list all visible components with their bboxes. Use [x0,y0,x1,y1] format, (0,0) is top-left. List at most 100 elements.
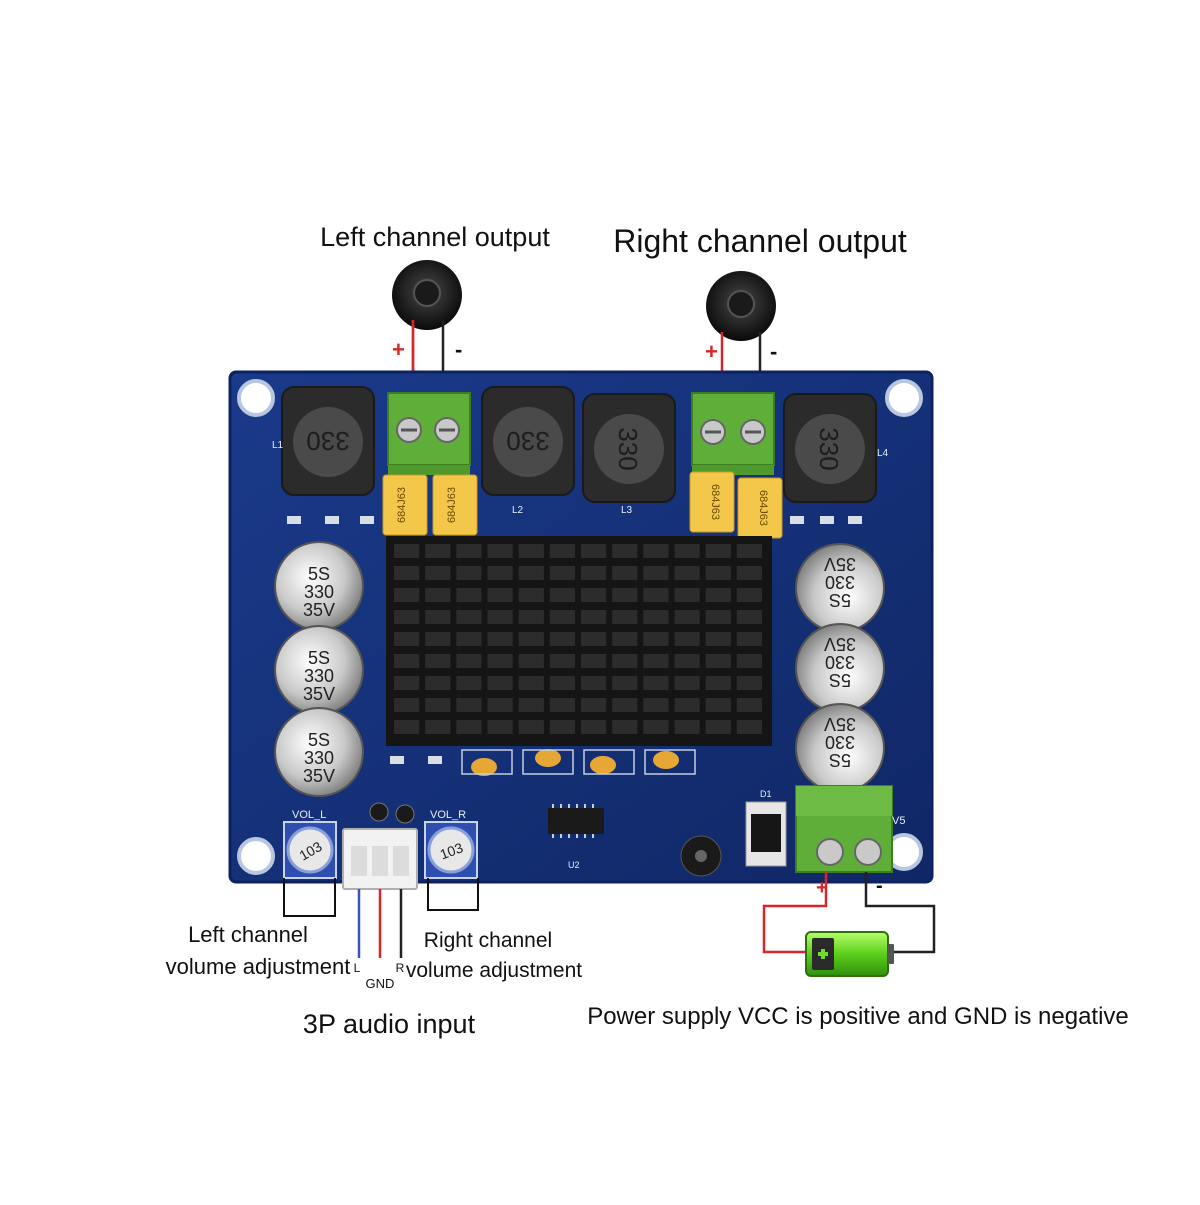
svg-text:330: 330 [306,426,349,456]
power-supply-label: Power supply VCC is positive and GND is … [587,1003,1129,1030]
heatsink-fin [487,632,513,646]
heatsink-fin [487,566,513,580]
heatsink-fin [549,544,575,558]
ceramic-capacitors [471,749,679,776]
svg-text:L2: L2 [512,505,524,516]
heatsink-fin [394,610,420,624]
heatsink-fin [487,544,513,558]
heatsink-fin [425,654,451,668]
heatsink-fin [612,588,638,602]
heatsink-fin [394,654,420,668]
left-volume-potentiometer[interactable]: 103 [283,821,337,879]
heatsink-fin [456,698,482,712]
svg-text:5S: 5S [829,750,851,770]
heatsink-fin [705,544,731,558]
heatsink-fin [612,544,638,558]
svg-text:330: 330 [825,732,855,752]
film-capacitor: 684J63 [382,474,428,536]
svg-text:330: 330 [825,652,855,672]
heatsink-fin [674,698,700,712]
speaker-icon [706,271,776,341]
amplifier-board: 330 330 330 330 L1 L2 L3 L4 [228,370,934,890]
heatsink-fin [456,720,482,734]
svg-text:VOL_L: VOL_L [292,809,326,821]
electrolytic-capacitor: 5S 330 35V [795,703,885,793]
heatsink-fin [549,632,575,646]
heatsink-fin [456,610,482,624]
small-capacitor [680,835,722,877]
heatsink-fin [518,632,544,646]
inductor-l4: 330 [783,393,877,503]
heatsink-fin [518,720,544,734]
pin-gnd-label: GND [366,976,395,991]
heatsink-fin [674,654,700,668]
svg-text:35V: 35V [303,600,335,620]
heatsink-fin [518,610,544,624]
right-volume-potentiometer[interactable]: 103 [424,821,478,879]
heatsink-fin [456,676,482,690]
heatsink-fin [456,544,482,558]
heatsink-fin [612,720,638,734]
right-volume-label-line1: Right channel [424,929,552,952]
heatsink-fin [736,720,762,734]
heatsink-fin [674,676,700,690]
svg-text:330: 330 [506,426,549,456]
heatsink-fin [394,632,420,646]
left-output-label: Left channel output [320,222,550,252]
heatsink-fin [456,566,482,580]
heatsink-fin [487,698,513,712]
heatsink-fin [581,632,607,646]
heatsink-fin [674,566,700,580]
svg-text:35V: 35V [303,766,335,786]
heatsink-fin [736,610,762,624]
audio-input-connector [342,828,418,890]
right-minus-sign: - [770,339,777,364]
heatsink-fin [549,588,575,602]
svg-text:330: 330 [304,666,334,686]
heatsink-fin [487,676,513,690]
power-minus-sign: - [876,875,883,897]
heatsink-fin [487,720,513,734]
svg-text:V5: V5 [892,815,905,827]
heatsink-fin [705,698,731,712]
heatsink-fin [612,654,638,668]
heatsink-fin [612,698,638,712]
svg-text:5S: 5S [829,590,851,610]
svg-text:L3: L3 [621,505,633,516]
left-volume-bracket [283,878,336,917]
heatsink-fin [456,654,482,668]
pin-r-label: R [396,961,405,975]
power-negative-wire [864,872,936,954]
heatsink-fin [518,588,544,602]
heatsink-fin [705,566,731,580]
heatsink-fin [612,676,638,690]
heatsink-fin [581,654,607,668]
electrolytic-capacitor: 5S 330 35V [274,541,364,631]
svg-text:684J63: 684J63 [396,487,408,523]
heatsink-fin [736,654,762,668]
heatsink-fin [425,698,451,712]
svg-text:D1: D1 [760,789,772,799]
svg-text:35V: 35V [824,714,856,734]
electrolytic-capacitor: 5S 330 35V [274,625,364,715]
inductor-l1: 330 [281,386,375,496]
smd-components [287,516,862,764]
inductor-l3: 330 [582,393,676,503]
right-output-terminal [691,392,775,475]
heatsink-fin [612,610,638,624]
left-minus-sign: - [455,337,462,362]
svg-text:L4: L4 [877,448,889,459]
power-positive-wire [762,872,828,954]
heatsink-fin [736,544,762,558]
svg-text:684J63: 684J63 [709,484,721,520]
heatsink-fin [705,610,731,624]
svg-text:VOL_R: VOL_R [430,809,466,821]
right-volume-bracket [427,878,479,911]
heatsink-fin [549,654,575,668]
svg-text:35V: 35V [824,554,856,574]
heatsink-fin [394,720,420,734]
svg-text:103: 103 [438,839,466,862]
battery-icon [805,931,894,977]
heatsink-fin [674,544,700,558]
